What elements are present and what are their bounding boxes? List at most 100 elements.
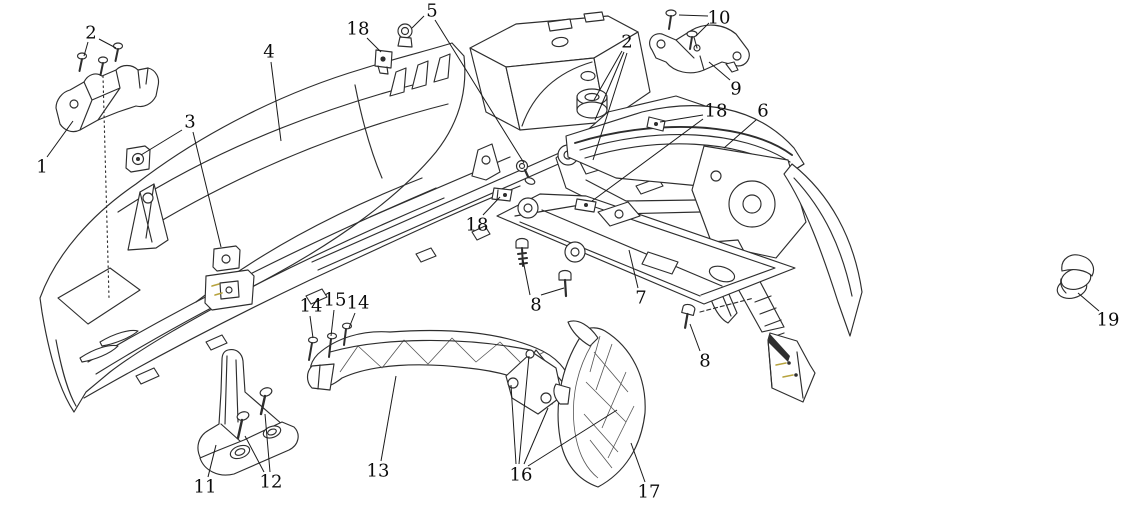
bolt-hole (229, 444, 251, 460)
hugger-tab (553, 383, 571, 405)
leader-line-part-14 (348, 312, 356, 329)
bolt-hole (710, 170, 722, 182)
bolt-hole (69, 99, 79, 109)
tail-blade (783, 163, 863, 337)
leader-line-part-6 (723, 119, 757, 149)
shell-window-opening (57, 267, 141, 325)
grommet-dome (1061, 254, 1095, 277)
leader-line-part-8 (689, 323, 701, 352)
callout-label-part-3: 3 (184, 112, 195, 133)
screw (515, 237, 529, 267)
leader-line-part-5 (411, 15, 425, 29)
callout-label-part-2: 2 (85, 23, 96, 44)
assembly-dotted-line (102, 75, 110, 299)
leader-line-part-16 (518, 355, 530, 465)
fender-rib (433, 53, 451, 83)
callout-label-part-9: 9 (730, 79, 741, 100)
part-2-screws (76, 42, 124, 299)
screw (397, 23, 413, 48)
leader-line-part-2 (83, 41, 89, 57)
leader-line-part-19 (1077, 292, 1100, 312)
leader-line-part-2 (593, 50, 623, 101)
screw (681, 303, 696, 329)
callout-label-part-17: 17 (638, 482, 661, 503)
leader-line-part-8 (522, 259, 531, 296)
damper-boss (525, 349, 535, 359)
assembly-dashed-line (699, 297, 755, 313)
callout-label-part-12: 12 (260, 472, 283, 493)
leader-line-part-2 (98, 38, 117, 49)
peg (725, 61, 739, 73)
part-12-screws (236, 387, 273, 440)
callout-label-part-6: 6 (757, 101, 768, 122)
callout-label-part-18: 18 (347, 19, 370, 40)
callout-label-part-13: 13 (367, 461, 390, 482)
bolt-hole (481, 155, 491, 165)
slot-hole (551, 36, 569, 48)
callout-label-part-2: 2 (621, 32, 632, 53)
bolt-hole (262, 425, 282, 439)
part-5-screws (397, 23, 536, 185)
callout-label-part-14: 14 (300, 296, 323, 317)
leader-line-part-5 (434, 19, 525, 164)
hugger-beak (567, 320, 599, 347)
part-3-clip-nut (125, 145, 151, 173)
leader-line-part-16 (527, 409, 618, 467)
screw (307, 336, 319, 361)
screw (76, 52, 88, 72)
fender-rib (389, 67, 407, 97)
part-7-bracket-plate (496, 193, 796, 305)
screw (686, 30, 698, 50)
callout-label-part-1: 1 (36, 157, 47, 178)
callout-label-part-10: 10 (708, 8, 731, 29)
screw (665, 9, 677, 30)
leader-line-part-12 (264, 413, 271, 473)
callout-label-part-7: 7 (635, 288, 646, 309)
part-14-15-screws (307, 322, 353, 361)
leader-line-part-9 (708, 61, 731, 81)
leader-line-part-18 (366, 37, 382, 53)
part-18-clips (374, 49, 666, 213)
callout-label-part-11: 11 (194, 477, 217, 498)
callout-label-part-14: 14 (347, 293, 370, 314)
leader-line-part-16 (523, 407, 549, 465)
clip (491, 187, 513, 202)
leader-line-part-8 (540, 287, 565, 296)
bolt-hole (142, 192, 154, 204)
bolt-hole (732, 51, 742, 61)
screw (326, 332, 338, 358)
flap-arrow-mark (775, 362, 794, 378)
leader-line-part-3 (192, 131, 222, 248)
leader-line-part-10 (678, 14, 709, 17)
clip (574, 198, 597, 213)
mount-bracket (127, 183, 169, 251)
callout-label-part-4: 4 (263, 42, 274, 63)
callout-label-part-16: 16 (510, 465, 533, 486)
part-1-bracket (55, 64, 160, 133)
part-9-bracket (649, 24, 750, 74)
part-8-screws (515, 237, 696, 329)
bolt-hole (656, 39, 666, 49)
leader-line-part-10 (695, 22, 710, 37)
part-19-grommet (1056, 254, 1095, 299)
screw (112, 42, 124, 62)
part-17-hugger (553, 320, 646, 488)
screw (236, 411, 250, 440)
arm-end-cap (306, 363, 335, 391)
clip (374, 49, 393, 75)
leader-line-part-16 (510, 384, 517, 465)
leader-line-part-15 (330, 309, 335, 337)
leader-line-part-2 (592, 52, 628, 161)
fender-rib (411, 60, 429, 90)
callout-label-part-19: 19 (1097, 310, 1120, 331)
callout-label-part-18: 18 (466, 215, 489, 236)
part-4-rear-fender-shell (39, 42, 573, 413)
leader-line-part-11 (207, 444, 217, 478)
mount-tab (547, 18, 573, 32)
part-10-screws (665, 9, 698, 50)
slot-hole (708, 265, 736, 283)
damper-boss (540, 392, 552, 404)
